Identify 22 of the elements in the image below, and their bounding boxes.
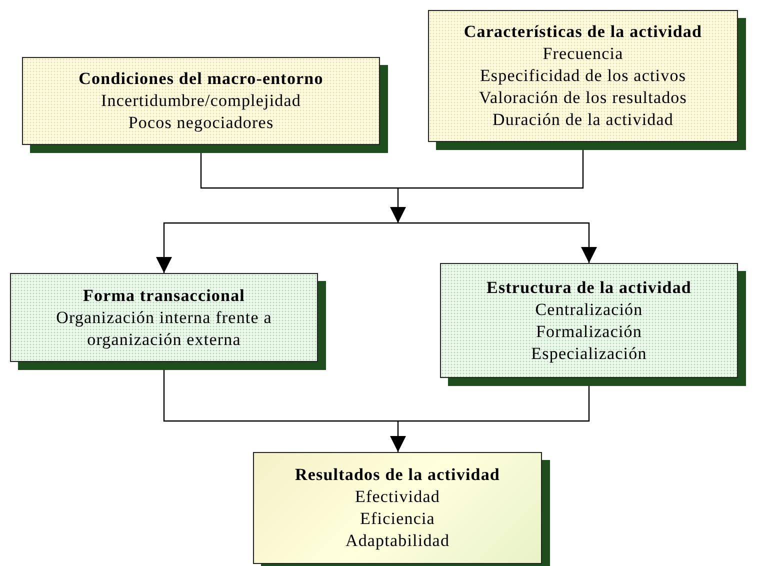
- box-text: Especificidad de los activos: [480, 65, 686, 87]
- connector-arrow: [156, 222, 398, 273]
- box-heading: Características de la actividad: [464, 21, 702, 43]
- box-text: Organización interna frente a organización externa: [55, 306, 273, 350]
- connector-arrow: [390, 421, 406, 452]
- box-text: Efectividad: [355, 486, 440, 508]
- box-text: Pocos negociadores: [128, 112, 274, 134]
- box-heading: Condiciones del macro-entorno: [78, 68, 324, 90]
- box-text: Frecuencia: [542, 43, 624, 65]
- box-text: Centralización: [535, 298, 643, 320]
- box-text: Eficiencia: [360, 508, 435, 530]
- box-text: Duración de la actividad: [492, 109, 674, 131]
- box-heading: Resultados de la actividad: [295, 464, 500, 486]
- box-heading: Estructura de la actividad: [486, 276, 692, 298]
- box-text: Incertidumbre/complejidad: [100, 90, 302, 112]
- connector-arrow: [398, 222, 597, 263]
- box-text: Adaptabilidad: [345, 530, 450, 552]
- box-text: Valoración de los resultados: [479, 87, 687, 109]
- box-text: Especialización: [531, 342, 647, 364]
- box-heading: Forma transaccional: [82, 284, 245, 306]
- box-text: Formalización: [536, 320, 642, 342]
- connector-arrow: [390, 188, 406, 223]
